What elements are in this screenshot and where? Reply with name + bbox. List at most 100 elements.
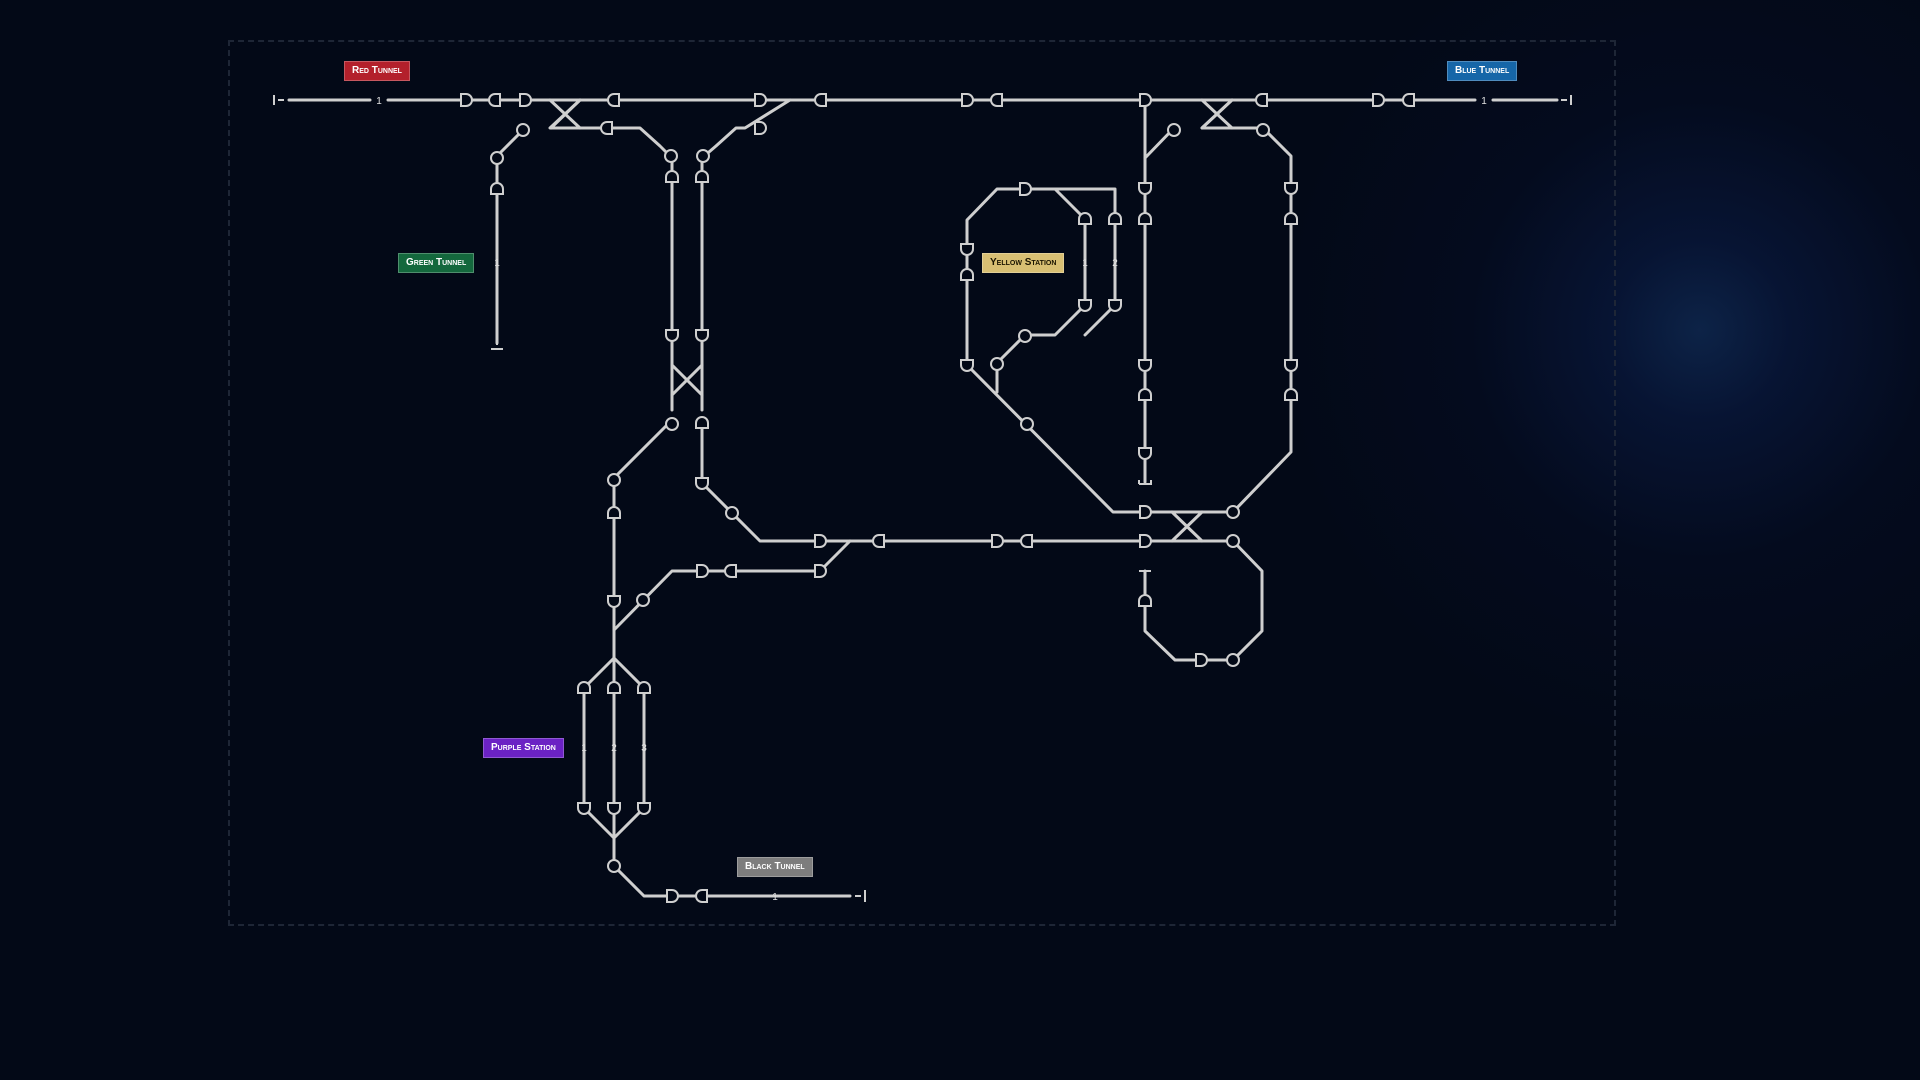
track-endpoints [273, 95, 1572, 902]
yellow-loop[interactable] [965, 187, 1117, 394]
signal-icon[interactable] [695, 329, 709, 342]
signal-icon[interactable] [814, 534, 827, 548]
signal-icon[interactable] [607, 506, 621, 519]
signal-icon[interactable] [1372, 93, 1385, 107]
signal-icon[interactable] [814, 93, 827, 107]
crossover-lower[interactable] [1170, 510, 1204, 543]
signal-icon[interactable] [1108, 299, 1122, 312]
signal-icon[interactable] [1139, 534, 1152, 548]
signal-icon[interactable] [1138, 388, 1152, 401]
signal-icon[interactable] [960, 359, 974, 372]
track-number-purple-3: 3 [641, 743, 647, 754]
signal-icon[interactable] [695, 477, 709, 490]
signal-icon[interactable] [665, 329, 679, 342]
purple-station-tag[interactable]: Purple Station [483, 738, 564, 758]
signal-icon[interactable] [516, 123, 530, 137]
signal-icon[interactable] [666, 889, 679, 903]
signal-icon[interactable] [1078, 299, 1092, 312]
signal-icon[interactable] [814, 564, 827, 578]
buffer-stop-icon [1138, 480, 1152, 485]
signal-icon[interactable] [1138, 359, 1152, 372]
signal-icon[interactable] [725, 506, 739, 520]
signal-icon[interactable] [754, 121, 767, 135]
central-crossover[interactable] [670, 363, 704, 397]
signal-icon[interactable] [607, 93, 620, 107]
buffer-stop-icon [273, 95, 284, 105]
track-number-green: 1 [494, 258, 500, 269]
signal-icon[interactable] [1284, 182, 1298, 195]
signal-icon[interactable] [637, 681, 651, 694]
signal-icon[interactable] [577, 681, 591, 694]
signal-icon[interactable] [960, 268, 974, 281]
signal-icon[interactable] [1018, 329, 1032, 343]
red-tunnel-tag[interactable]: Red Tunnel [344, 61, 410, 81]
signal-icon[interactable] [960, 243, 974, 256]
signal-icon[interactable] [636, 593, 650, 607]
signal-icon[interactable] [1256, 123, 1270, 137]
signal-icon[interactable] [754, 93, 767, 107]
signal-icon[interactable] [695, 416, 709, 429]
signal-icon[interactable] [990, 357, 1004, 371]
signal-icon[interactable] [695, 170, 709, 183]
signal-icon[interactable] [577, 802, 591, 815]
signal-icon[interactable] [607, 595, 621, 608]
signal-icon[interactable] [961, 93, 974, 107]
signal-icon[interactable] [460, 93, 473, 107]
green-tunnel-tag[interactable]: Green Tunnel [398, 253, 475, 273]
signal-icon[interactable] [1284, 359, 1298, 372]
signal-icon[interactable] [990, 93, 1003, 107]
signal-icon[interactable] [1138, 594, 1152, 607]
signal-icon[interactable] [607, 681, 621, 694]
signal-icon[interactable] [665, 170, 679, 183]
signal-icon[interactable] [1167, 123, 1181, 137]
lower-loop[interactable] [1143, 539, 1264, 662]
signal-icon[interactable] [695, 889, 708, 903]
signal-icon[interactable] [1226, 505, 1240, 519]
east-loop[interactable] [1143, 98, 1293, 514]
signal-icon[interactable] [600, 121, 613, 135]
middle-connector[interactable] [612, 539, 852, 632]
signal-icon[interactable] [1078, 212, 1092, 225]
central-double[interactable] [670, 156, 704, 412]
signal-icon[interactable] [1255, 93, 1268, 107]
yellow-exit[interactable] [965, 363, 1235, 514]
black-tunnel-tag[interactable]: Black Tunnel [737, 857, 813, 877]
signal-icon[interactable] [724, 564, 737, 578]
signal-icon[interactable] [488, 93, 501, 107]
signal-icon[interactable] [1226, 653, 1240, 667]
signal-icon[interactable] [1195, 653, 1208, 667]
signals [460, 93, 1415, 903]
signal-icon[interactable] [1020, 534, 1033, 548]
signal-icon[interactable] [607, 802, 621, 815]
track-number-yellow-2: 2 [1112, 258, 1118, 269]
signal-icon[interactable] [607, 473, 621, 487]
signal-icon[interactable] [664, 149, 678, 163]
signal-icon[interactable] [696, 564, 709, 578]
signal-icon[interactable] [1108, 212, 1122, 225]
branch-green[interactable] [495, 98, 614, 345]
yellow-station-tag[interactable]: Yellow Station [982, 253, 1065, 273]
signal-icon[interactable] [696, 149, 710, 163]
signal-icon[interactable] [1284, 388, 1298, 401]
signal-icon[interactable] [1139, 505, 1152, 519]
signal-icon[interactable] [1138, 182, 1152, 195]
buffer-stop-icon [855, 890, 866, 902]
signal-icon[interactable] [1226, 534, 1240, 548]
signal-icon[interactable] [607, 859, 621, 873]
signal-icon[interactable] [1284, 212, 1298, 225]
signal-icon[interactable] [1402, 93, 1415, 107]
signal-icon[interactable] [490, 151, 504, 165]
blue-tunnel-tag[interactable]: Blue Tunnel [1447, 61, 1518, 81]
signal-icon[interactable] [991, 534, 1004, 548]
signal-icon[interactable] [665, 417, 679, 431]
signal-icon[interactable] [1019, 182, 1032, 196]
signal-icon[interactable] [1138, 212, 1152, 225]
signal-icon[interactable] [1139, 93, 1152, 107]
signal-icon[interactable] [637, 802, 651, 815]
signal-icon[interactable] [1138, 447, 1152, 460]
signal-icon[interactable] [519, 93, 532, 107]
signal-icon[interactable] [872, 534, 885, 548]
signal-icon[interactable] [1020, 417, 1034, 431]
signal-icon[interactable] [490, 182, 504, 195]
